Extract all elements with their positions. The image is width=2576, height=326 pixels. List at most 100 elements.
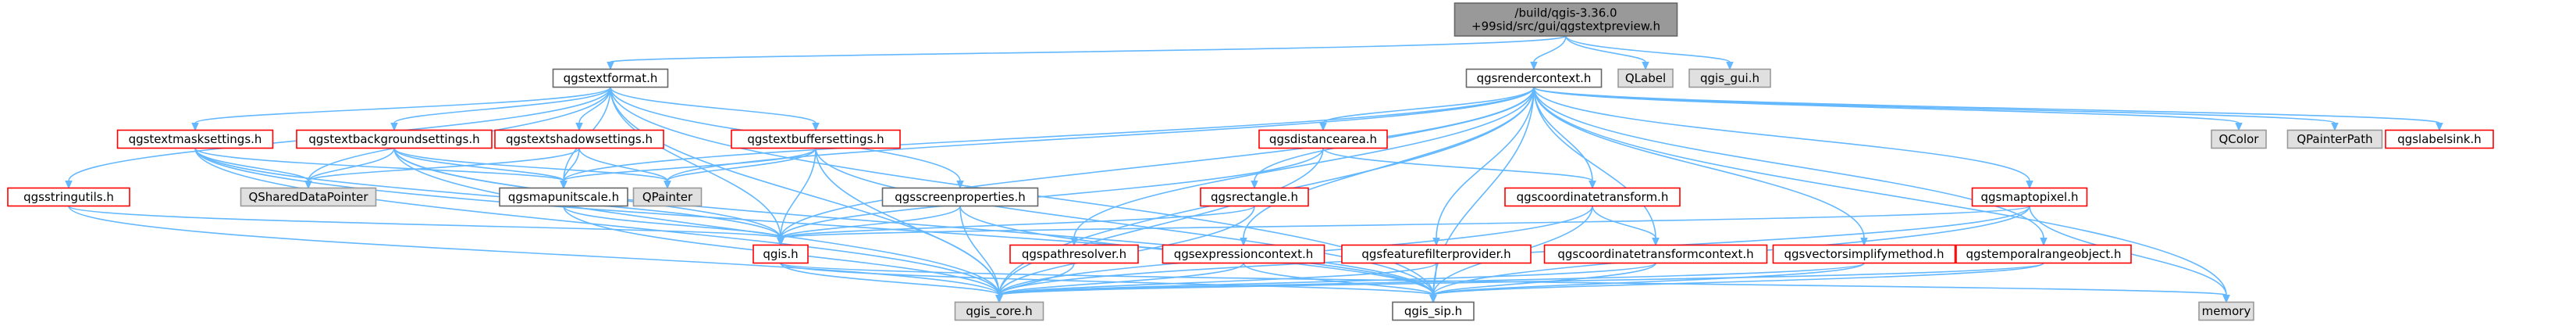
edge-arrowhead xyxy=(390,123,398,131)
node-box xyxy=(1009,244,1139,264)
nodes-layer: /build/qgis-3.36.0+99sid/src/gui/qgstext… xyxy=(7,2,2494,321)
edge-line xyxy=(998,263,1075,296)
node-qgsdistancearea[interactable]: qgsdistancearea.h xyxy=(1258,129,1388,149)
node-label: qgsscreenproperties.h xyxy=(895,190,1026,204)
edge-qgsrendercontext-to-qgsdistancearea xyxy=(1319,87,1535,131)
edge-line xyxy=(393,148,1434,296)
edge-arrowhead xyxy=(191,123,199,131)
node-label: qgsmaptopixel.h xyxy=(1980,190,2078,204)
edge-line xyxy=(1592,206,1656,238)
node-box xyxy=(1504,187,1681,207)
node-qgis_sip[interactable]: qgis_sip.h xyxy=(1392,301,1475,321)
node-label: qgstextmasksettings.h xyxy=(129,132,262,146)
node-qgsrendercontext[interactable]: qgsrendercontext.h xyxy=(1465,68,1603,88)
edge-line xyxy=(610,87,781,238)
edge-line xyxy=(1533,87,2227,296)
node-qgstemporalrangeobject[interactable]: qgstemporalrangeobject.h xyxy=(1955,244,2132,264)
edge-qgstextbuffersettings-to-qgis_core xyxy=(815,148,1003,303)
edge-qgsrendercontext-to-QColor xyxy=(1533,86,2243,131)
edge-line xyxy=(578,87,611,124)
edge-qgstextshadowsettings-to-QPainter xyxy=(578,148,671,189)
node-qgstextformat[interactable]: qgstextformat.h xyxy=(552,68,669,88)
node-qgsrectangle[interactable]: qgsrectangle.h xyxy=(1200,187,1309,207)
node-QLabel: QLabel xyxy=(1617,68,1674,88)
edge-qgstextformat-to-qgstextbackgroundsettings xyxy=(390,87,611,131)
node-qgstextbuffersettings[interactable]: qgstextbuffersettings.h xyxy=(731,129,901,149)
edge-line xyxy=(667,148,817,182)
node-label: qgsmapunitscale.h xyxy=(508,190,619,204)
node-qgsscreenproperties[interactable]: qgsscreenproperties.h xyxy=(881,187,1039,207)
edge-line xyxy=(194,148,1000,296)
node-box xyxy=(1258,129,1388,149)
node-qgsexpressioncontext[interactable]: qgsexpressioncontext.h xyxy=(1162,244,1325,264)
node-label: QColor xyxy=(2219,132,2260,146)
node-qgis_core: qgis_core.h xyxy=(954,301,1044,321)
node-box xyxy=(552,68,669,88)
node-box xyxy=(1543,244,1768,264)
node-qgscoordinatetransformcontext[interactable]: qgscoordinatetransformcontext.h xyxy=(1543,244,1768,264)
node-label: qgscoordinatetransform.h xyxy=(1517,190,1669,204)
edges-layer xyxy=(65,35,2443,303)
edge-arrowhead xyxy=(812,123,820,131)
node-qgsmaptopixel[interactable]: qgsmaptopixel.h xyxy=(1971,187,2088,207)
node-qgstextbackgroundsettings[interactable]: qgstextbackgroundsettings.h xyxy=(296,129,493,149)
edge-arrowhead xyxy=(664,181,671,189)
edge-line xyxy=(998,262,1437,296)
edge-line xyxy=(563,206,781,239)
edge-line xyxy=(998,263,1244,296)
edge-line xyxy=(998,262,2044,296)
edge-arrowhead xyxy=(1652,238,1660,246)
node-label: qgsrendercontext.h xyxy=(1477,71,1592,85)
node-label: qgslabelsink.h xyxy=(2397,132,2482,146)
edge-line xyxy=(1533,87,1656,238)
edge-line xyxy=(667,87,1535,181)
edge-qgsrendercontext-to-QPainter xyxy=(664,87,1535,189)
edge-line xyxy=(393,148,1000,296)
node-qgsvectorsimplifymethod[interactable]: qgsvectorsimplifymethod.h xyxy=(1772,244,1956,264)
edge-line xyxy=(780,262,1434,296)
node-label: +99sid/src/gui/qgstextpreview.h xyxy=(1471,20,1660,34)
node-label: qgstextshadowsettings.h xyxy=(506,132,653,146)
node-label: qgscoordinatetransformcontext.h xyxy=(1557,247,1753,261)
edge-arrowhead xyxy=(1530,62,1538,70)
node-box xyxy=(7,187,130,207)
edge-line xyxy=(815,148,1000,296)
edge-arrowhead xyxy=(1251,181,1258,189)
node-box xyxy=(954,301,1044,321)
edge-line xyxy=(563,148,817,182)
node-qgsfeaturefilterprovider[interactable]: qgsfeaturefilterprovider.h xyxy=(1341,244,1532,264)
edge-line xyxy=(610,35,1567,63)
node-label: memory xyxy=(2202,304,2251,318)
edge-qgstextmasksettings-to-qgsmapunitscale xyxy=(194,147,568,189)
edge-line xyxy=(1533,87,1865,238)
edge-line xyxy=(393,87,611,124)
node-box xyxy=(296,129,493,149)
node-box xyxy=(2286,129,2383,149)
node-qgsmapunitscale[interactable]: qgsmapunitscale.h xyxy=(499,187,628,207)
edge-line xyxy=(1436,87,1535,238)
edge-line xyxy=(1533,86,2336,124)
edge-arrowhead xyxy=(2040,238,2048,246)
edge-line xyxy=(578,148,668,181)
node-qgslabelsink[interactable]: qgslabelsink.h xyxy=(2385,129,2494,149)
node-label: QSharedDataPointer xyxy=(248,190,368,204)
node-qgstextshadowsettings[interactable]: qgstextshadowsettings.h xyxy=(494,129,664,149)
node-box xyxy=(240,187,377,207)
edge-arrowhead xyxy=(1432,238,1440,246)
edge-arrowhead xyxy=(560,181,568,189)
edge-line xyxy=(1243,87,1535,238)
edge-qgstextformat-to-qgstextbuffersettings xyxy=(610,87,820,131)
node-qgis[interactable]: qgis.h xyxy=(753,244,809,264)
node-qgspathresolver[interactable]: qgspathresolver.h xyxy=(1009,244,1139,264)
edge-line xyxy=(815,148,1434,296)
node-label: qgsdistancearea.h xyxy=(1269,132,1377,146)
node-QColor: QColor xyxy=(2211,129,2267,149)
edge-qgstextbuffersettings-to-qgsmapunitscale xyxy=(560,148,817,189)
node-label: qgspathresolver.h xyxy=(1022,247,1126,261)
node-root: /build/qgis-3.36.0+99sid/src/gui/qgstext… xyxy=(1453,2,1678,37)
edge-arrowhead xyxy=(2331,123,2339,131)
node-qgstextmasksettings[interactable]: qgstextmasksettings.h xyxy=(116,129,274,149)
edge-root-to-qgstextformat xyxy=(607,35,1567,70)
node-qgsstringutils[interactable]: qgsstringutils.h xyxy=(7,187,130,207)
node-qgscoordinatetransform[interactable]: qgscoordinatetransform.h xyxy=(1504,187,1681,207)
